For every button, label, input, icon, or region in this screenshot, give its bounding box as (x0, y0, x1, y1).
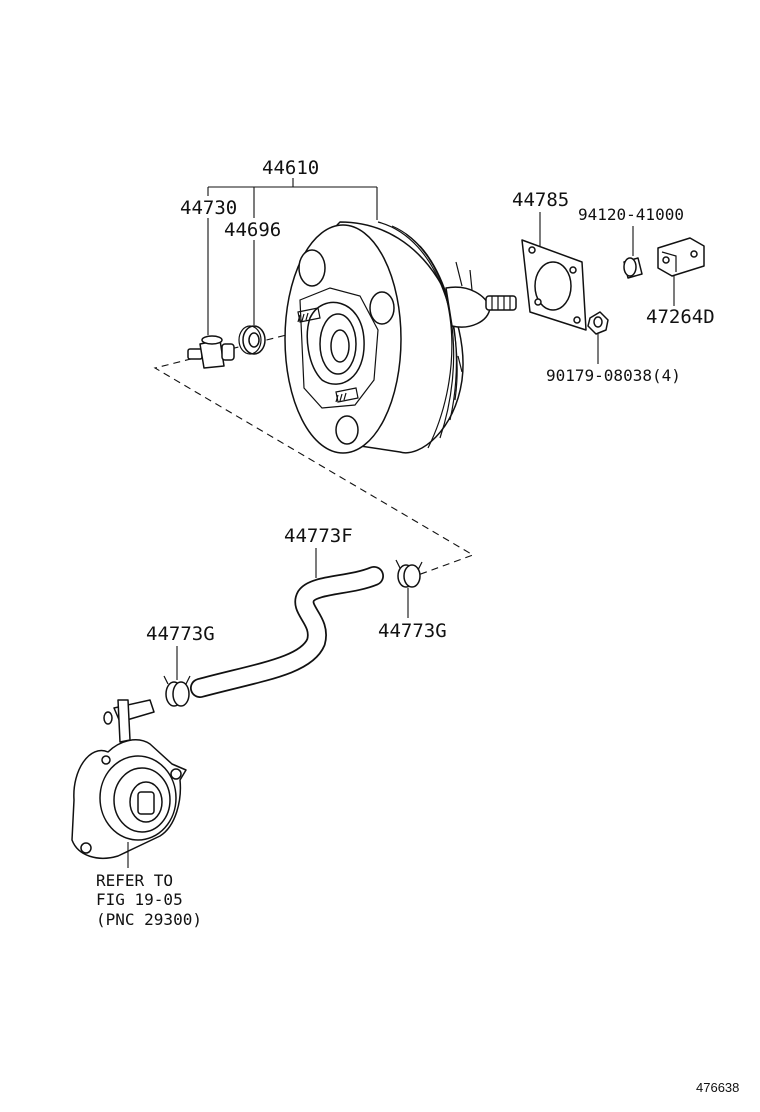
hose-clip-lower (163, 646, 191, 707)
label-clip-upper: 44773G (378, 620, 447, 642)
label-booster-assembly: 44610 (262, 157, 319, 179)
bushing (623, 226, 643, 279)
label-clevis: 47264D (646, 306, 715, 328)
reference-line-3: (PNC 29300) (96, 910, 202, 929)
reference-line-1: REFER TO (96, 871, 173, 890)
label-nut: 90179-08038(4) (546, 366, 681, 385)
label-grommet: 44696 (224, 219, 281, 241)
brake-booster (284, 221, 517, 454)
vacuum-hose (190, 548, 384, 698)
clevis (657, 237, 705, 306)
label-bushing: 94120-41000 (578, 205, 684, 224)
hose-clip-upper (395, 559, 423, 618)
label-check-valve: 44730 (180, 197, 237, 219)
grommet (238, 325, 266, 355)
check-valve (187, 335, 235, 369)
booster-assembly-leader (207, 178, 378, 335)
label-clip-lower: 44773G (146, 623, 215, 645)
gasket (521, 212, 587, 331)
reference-line-2: FIG 19-05 (96, 890, 183, 909)
label-gasket: 44785 (512, 189, 569, 211)
nut (587, 311, 609, 364)
vacuum-pump (71, 699, 187, 868)
label-vacuum-hose: 44773F (284, 525, 353, 547)
assembly-dashed-line (153, 311, 475, 576)
illustration-id: 476638 (696, 1080, 739, 1095)
